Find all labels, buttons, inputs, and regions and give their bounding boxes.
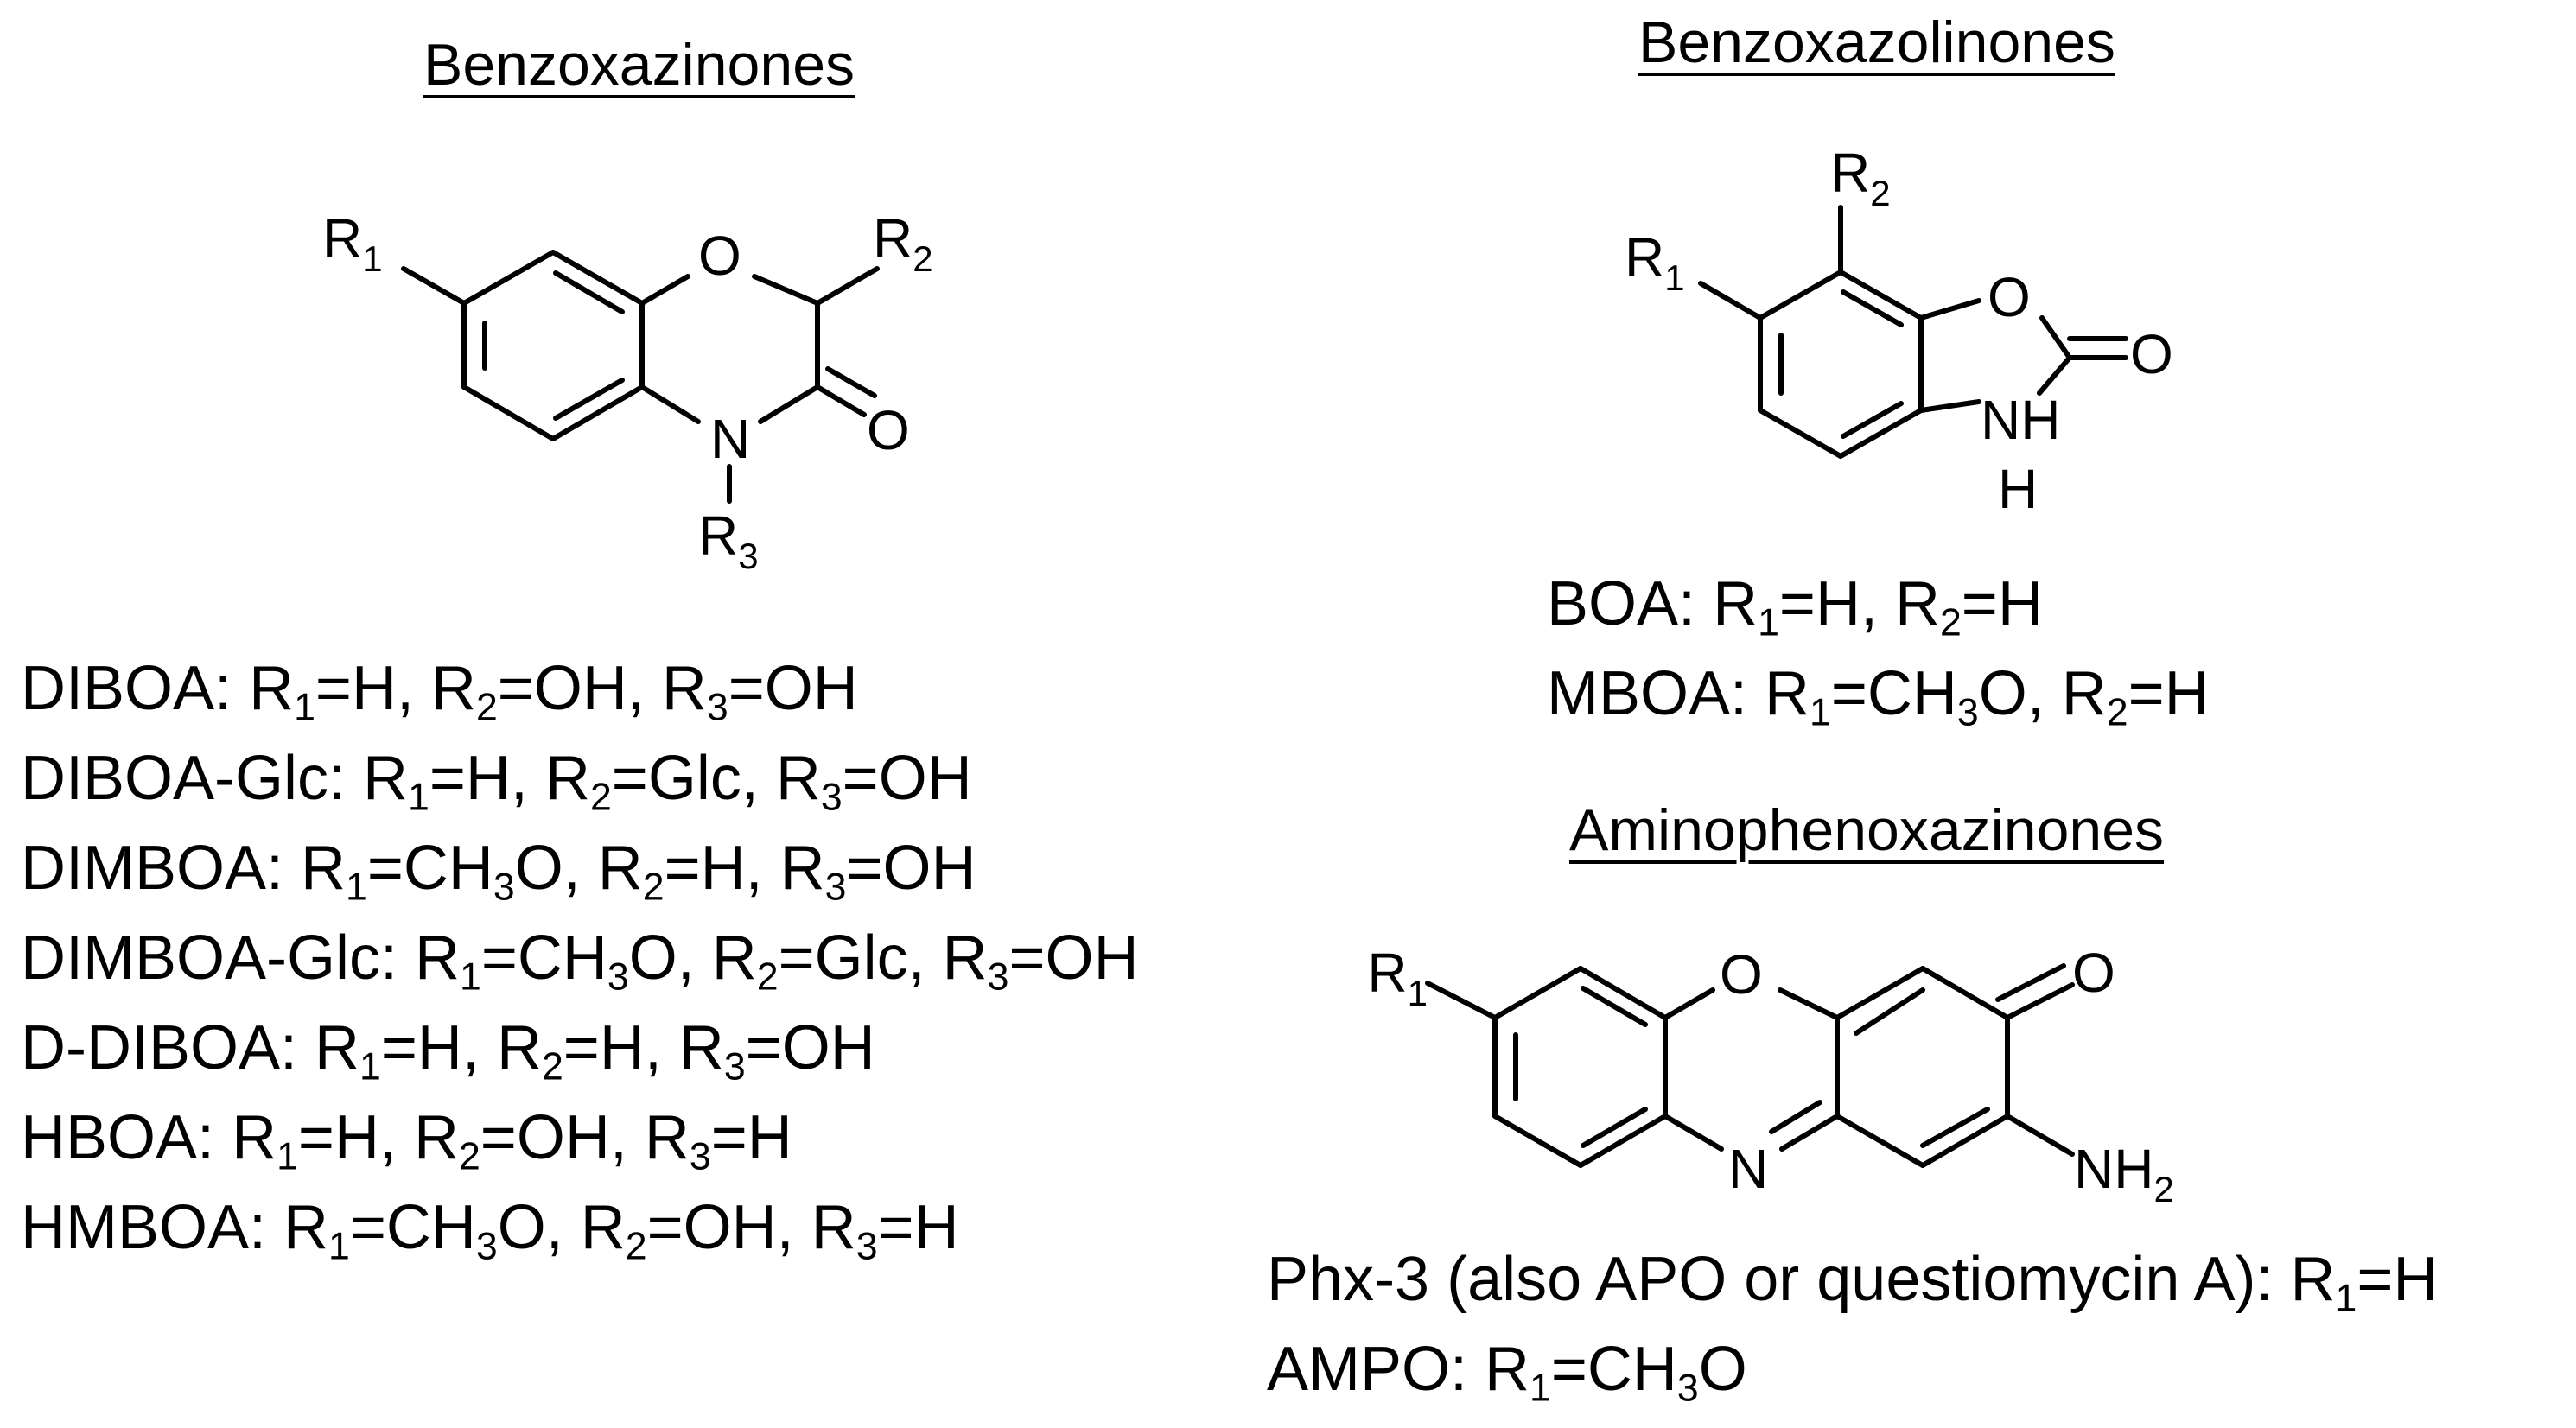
- compound-name: AMPO:: [1267, 1335, 1468, 1404]
- compound-line: DIBOA-Glc: R1=H, R2=Glc, R3=OH: [21, 744, 972, 819]
- benzoxazinone-structure: [401, 250, 880, 504]
- compound-name: DIMBOA-Glc:: [21, 923, 398, 993]
- compound-line: MBOA: R1=CH3O, R2=H: [1547, 659, 2210, 734]
- substituent-value: OH: [882, 834, 976, 903]
- compound-name: HBOA:: [21, 1103, 215, 1172]
- r1-label: R1: [1625, 226, 1685, 298]
- benzoxazolinone-structure: [1698, 205, 2128, 459]
- substituent-value: OH: [878, 744, 972, 813]
- substituent-value: Glc: [814, 923, 908, 993]
- r3-label: R3: [698, 505, 759, 576]
- carbonyl-oxygen: O: [2130, 323, 2173, 385]
- ring-oxygen: O: [698, 225, 741, 287]
- r2-label: R2: [1830, 142, 1891, 213]
- r1-label: R1: [322, 207, 383, 279]
- substituent-value: H: [351, 654, 397, 723]
- carbonyl-oxygen: O: [867, 399, 910, 461]
- substituent-value: OH: [533, 654, 627, 723]
- substituent-value: H: [1815, 569, 1860, 638]
- r2-label: R2: [873, 207, 933, 279]
- compound-name: HMBOA:: [21, 1193, 267, 1262]
- substituent-value: H: [913, 1193, 959, 1262]
- substituent-value: OH: [764, 654, 858, 723]
- substituent-value: H: [334, 1103, 379, 1172]
- compound-line: DIMBOA: R1=CH3O, R2=H, R3=OH: [21, 834, 976, 909]
- ring-oxygen: O: [1720, 943, 1763, 1006]
- compound-line: BOA: R1=H, R2=H: [1547, 569, 2043, 644]
- nh-label: NH: [1981, 389, 2060, 451]
- substituent-value: CH3O: [1587, 1335, 1747, 1410]
- compound-name: MBOA:: [1547, 659, 1748, 728]
- compound-line: Phx-3 (also APO or questiomycin A): R1=H: [1267, 1245, 2439, 1320]
- substituent-value: H: [1997, 569, 2043, 638]
- substituent-value: H: [599, 1013, 645, 1082]
- compound-line: D-DIBOA: R1=H, R2=H, R3=OH: [21, 1013, 875, 1088]
- compound-name: DIBOA-Glc:: [21, 744, 347, 813]
- substituent-value: H: [747, 1103, 792, 1172]
- substituent-value: CH3O: [1867, 659, 2027, 734]
- substituent-value: H: [417, 1013, 462, 1082]
- substituent-value: H: [465, 744, 511, 813]
- h-label: H: [1998, 458, 2038, 520]
- compound-line: DIBOA: R1=H, R2=OH, R3=OH: [21, 654, 858, 729]
- ring-oxygen: O: [1988, 266, 2031, 328]
- substituent-value: OH: [683, 1193, 777, 1262]
- compound-name: D-DIBOA:: [21, 1013, 298, 1082]
- carbonyl-oxygen: O: [2072, 942, 2115, 1004]
- substituent-value: H: [2393, 1245, 2439, 1314]
- compound-name: Phx-3 (also APO or questiomycin A):: [1267, 1245, 2274, 1314]
- compound-line: AMPO: R1=CH3O: [1267, 1335, 1747, 1410]
- compound-name: DIMBOA:: [21, 834, 284, 903]
- compound-name: DIBOA:: [21, 654, 232, 723]
- substituent-value: OH: [516, 1103, 610, 1172]
- r1-label: R1: [1367, 942, 1428, 1013]
- substituent-value: CH3O: [517, 923, 677, 999]
- substituent-value: H: [700, 834, 746, 903]
- aminophenoxazinone-structure: [1425, 963, 2075, 1168]
- substituent-value: CH3O: [385, 1193, 546, 1268]
- compound-line: HBOA: R1=H, R2=OH, R3=H: [21, 1103, 792, 1178]
- substituent-value: Glc: [647, 744, 741, 813]
- compound-line: DIMBOA-Glc: R1=CH3O, R2=Glc, R3=OH: [21, 923, 1139, 999]
- heading-aminophenoxazinones: Aminophenoxazinones: [1569, 797, 2165, 863]
- heading-benzoxazinones: Benzoxazinones: [423, 32, 855, 98]
- substituent-value: CH3O: [403, 834, 563, 909]
- substituent-value: OH: [1045, 923, 1139, 993]
- compound-name: BOA:: [1547, 569, 1696, 638]
- heading-benzoxazolinones: Benzoxazolinones: [1638, 10, 2115, 75]
- ring-nitrogen: N: [1728, 1138, 1768, 1200]
- nh2-label: NH2: [2074, 1138, 2174, 1209]
- compound-line: HMBOA: R1=CH3O, R2=OH, R3=H: [21, 1193, 959, 1268]
- substituent-value: H: [2164, 659, 2210, 728]
- substituent-value: OH: [781, 1013, 875, 1082]
- ring-nitrogen: N: [710, 408, 750, 470]
